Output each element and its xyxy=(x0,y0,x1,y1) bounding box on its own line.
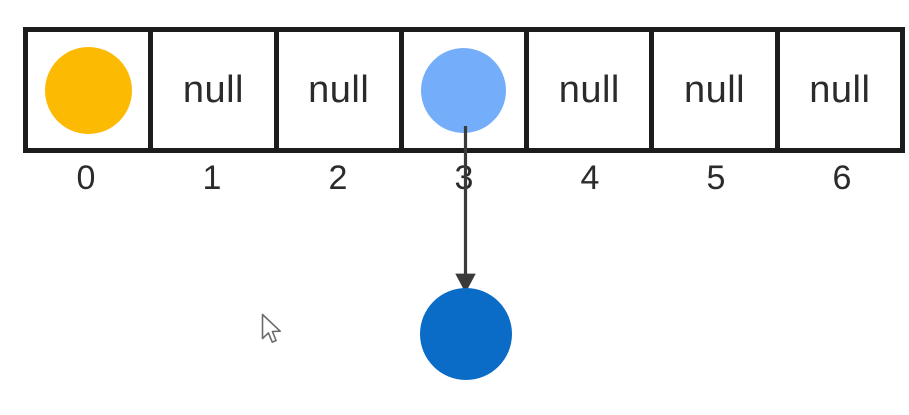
array-index-label-5: 5 xyxy=(706,159,726,197)
light-blue-node-circle[interactable] xyxy=(421,47,507,133)
array-container: null null null null null xyxy=(23,27,905,153)
arrow-pointer-cursor-icon xyxy=(261,313,281,343)
array-index-label-0: 0 xyxy=(76,159,96,197)
array-cell-4[interactable]: null xyxy=(529,32,655,148)
cell-null-label: null xyxy=(809,69,871,111)
cell-null-label: null xyxy=(182,69,244,111)
array-cell-6[interactable]: null xyxy=(779,32,900,148)
array-index-row: 0 1 2 3 4 5 6 xyxy=(23,158,905,200)
array-index-label-2: 2 xyxy=(328,159,348,197)
array-cell-5[interactable]: null xyxy=(654,32,780,148)
array-index-label-3: 3 xyxy=(454,159,474,197)
array-cell-2[interactable]: null xyxy=(278,32,404,148)
array-cell-1[interactable]: null xyxy=(153,32,279,148)
array-cell-0[interactable] xyxy=(28,32,154,148)
yellow-node-circle[interactable] xyxy=(44,46,132,134)
array-cell-3[interactable] xyxy=(403,32,530,148)
array-index-label-6: 6 xyxy=(832,159,852,197)
cell-null-label: null xyxy=(683,69,746,111)
dark-blue-target-node[interactable] xyxy=(420,288,512,380)
cell-null-label: null xyxy=(558,69,620,111)
array-index-label-1: 1 xyxy=(202,159,222,197)
array-index-label-4: 4 xyxy=(580,159,600,197)
cell-null-label: null xyxy=(308,69,370,111)
